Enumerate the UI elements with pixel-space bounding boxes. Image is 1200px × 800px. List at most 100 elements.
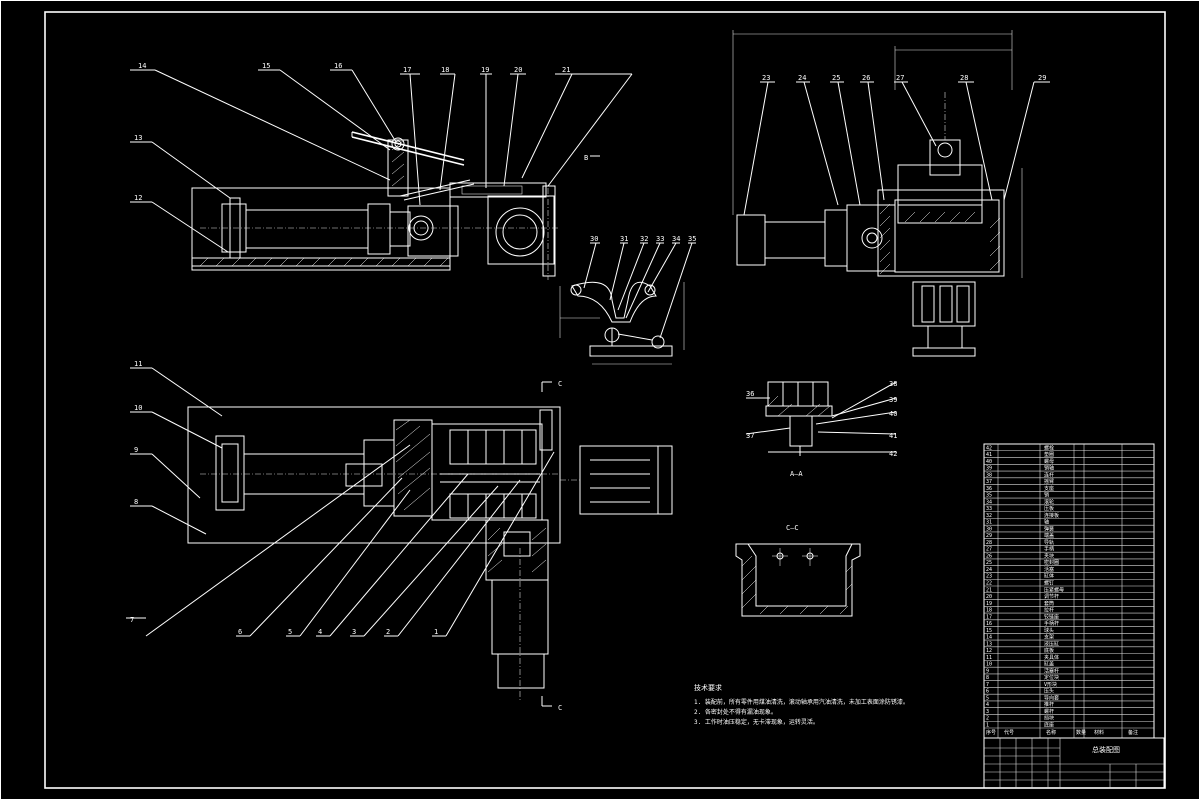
tech-line-1: 1. 装配前，所有零件用煤油清洗，滚动轴承用汽油清洗，未加工表面涂防锈漆。 — [694, 698, 909, 706]
bom-row-number: 15 — [986, 628, 992, 634]
balloon-10: 10 — [134, 404, 142, 412]
balloon-33: 33 — [656, 235, 664, 243]
bom-row-name: 手柄杆 — [1044, 620, 1059, 627]
balloon-12: 12 — [134, 194, 142, 202]
bom-row-number: 20 — [986, 594, 992, 600]
bom-row-name: 底座 — [1044, 722, 1054, 729]
bom-row-number: 42 — [986, 445, 992, 451]
balloon-42: 42 — [889, 450, 897, 458]
bom-row-number: 12 — [986, 648, 992, 654]
balloon-32: 32 — [640, 235, 648, 243]
bom-row-name: 连接板 — [1044, 512, 1059, 519]
aa-balloons: 36 37 38 39 40 41 42 — [746, 380, 897, 458]
bom-row-number: 29 — [986, 533, 992, 539]
tech-line-3: 3. 工作时油压稳定，无卡滞现象，运转灵活。 — [694, 718, 819, 726]
bom-row-number: 39 — [986, 466, 992, 472]
bom-header: 序号 代号 名称 数量 材料 备注 — [986, 729, 1138, 736]
balloon-30: 30 — [590, 235, 598, 243]
bom-row-name: 摇臂 — [1044, 478, 1054, 485]
section-mark-c-top: C — [558, 380, 562, 388]
plan-view — [187, 381, 673, 707]
bom-row-number: 28 — [986, 540, 992, 546]
bom-row-number: 17 — [986, 614, 992, 620]
top-view-leaders — [130, 69, 633, 253]
bom-row-name: 支架 — [1044, 634, 1054, 641]
bom-row-number: 34 — [986, 499, 992, 505]
balloon-35: 35 — [688, 235, 696, 243]
bom-row-name: 轴 — [1044, 519, 1049, 526]
balloon-14: 14 — [138, 62, 146, 70]
section-cc-view — [735, 543, 861, 617]
balloon-18: 18 — [441, 66, 449, 74]
balloon-31: 31 — [620, 235, 628, 243]
bom-row-number: 14 — [986, 635, 992, 641]
balloon-37: 37 — [746, 432, 754, 440]
bom-row-number: 30 — [986, 526, 992, 532]
section-aa-view — [745, 381, 897, 456]
bom-row-name: 连杆 — [1044, 471, 1054, 478]
bom-row-name: 垫圈 — [1044, 451, 1054, 458]
side-view-leaders — [743, 81, 1050, 216]
bom-row-name: 缸体 — [1044, 573, 1054, 580]
section-aa-title: A—A — [790, 470, 803, 478]
bom-row-number: 33 — [986, 506, 992, 512]
bom-row-name: V形块 — [1044, 681, 1057, 688]
bom-row-name: 套筒 — [1044, 600, 1054, 607]
bom-row-name: 螺母 — [1044, 458, 1054, 465]
bom-row-number: 18 — [986, 608, 992, 614]
balloon-19: 19 — [481, 66, 489, 74]
bom-row-number: 26 — [986, 553, 992, 559]
plan-view-balloons: 11 10 9 8 7 6 5 4 3 2 1 — [130, 360, 438, 636]
bom-row-name: 铰链座 — [1044, 613, 1059, 620]
balloon-39: 39 — [889, 396, 897, 404]
bom-row-name: 销轴 — [1044, 465, 1054, 472]
bom-row-name: 定位块 — [1044, 674, 1059, 681]
bom-row-number: 38 — [986, 472, 992, 478]
balloon-29: 29 — [1038, 74, 1046, 82]
balloon-28: 28 — [960, 74, 968, 82]
bom-row-name: 密封圈 — [1044, 559, 1059, 566]
balloon-13: 13 — [134, 134, 142, 142]
bom-header-material: 材料 — [1094, 729, 1104, 736]
balloon-38: 38 — [889, 380, 897, 388]
bom-row-name: 调节杆 — [1044, 593, 1059, 600]
balloon-7: 7 — [130, 616, 134, 624]
bom-row-number: 24 — [986, 567, 992, 573]
section-mark-b: B — [584, 154, 588, 162]
balloon-8: 8 — [134, 498, 138, 506]
bom-row-number: 40 — [986, 459, 992, 465]
bom-row-name: 活塞杆 — [1044, 667, 1059, 674]
bom-row-name: 推杆 — [1044, 701, 1054, 708]
bom-row-name: 活塞 — [1044, 566, 1054, 573]
bom-row-number: 1 — [986, 723, 989, 729]
balloon-4: 4 — [318, 628, 322, 636]
balloon-3: 3 — [352, 628, 356, 636]
bom-row-name: 弹簧 — [1044, 525, 1054, 532]
section-cc-title: C—C — [786, 524, 799, 532]
bom-row-number: 37 — [986, 479, 992, 485]
linkage-balloons: 30 31 32 33 34 35 — [590, 235, 696, 243]
bom-row-name: 螺钉 — [1044, 580, 1054, 587]
title-block: 总装配图 — [983, 737, 1165, 789]
balloon-23: 23 — [762, 74, 770, 82]
bom-row-number: 25 — [986, 560, 992, 566]
bom-row-name: 液压缸 — [1044, 640, 1059, 647]
section-mark-c-bottom: C — [558, 704, 562, 712]
balloon-21: 21 — [562, 66, 570, 74]
bom-row-name: 导向套 — [1044, 694, 1059, 701]
bom-row-number: 23 — [986, 574, 992, 580]
bom-row-number: 19 — [986, 601, 992, 607]
balloon-15: 15 — [262, 62, 270, 70]
bom-row-name: 夹具体 — [1044, 654, 1059, 661]
balloon-20: 20 — [514, 66, 522, 74]
technical-requirements: 技术要求 1. 装配前，所有零件用煤油清洗，滚动轴承用汽油清洗，未加工表面涂防锈… — [694, 683, 909, 726]
bom-row-number: 11 — [986, 655, 992, 661]
balloon-24: 24 — [798, 74, 806, 82]
bom-row-name: 手柄 — [1044, 546, 1054, 553]
bom-row-name: 压紧螺母 — [1044, 586, 1064, 593]
bom-row-number: 4 — [986, 702, 989, 708]
bom-row-number: 35 — [986, 493, 992, 499]
bom-row-number: 5 — [986, 695, 989, 701]
bom-row-name: 拉杆 — [1044, 607, 1054, 614]
bom-row-number: 3 — [986, 709, 989, 715]
